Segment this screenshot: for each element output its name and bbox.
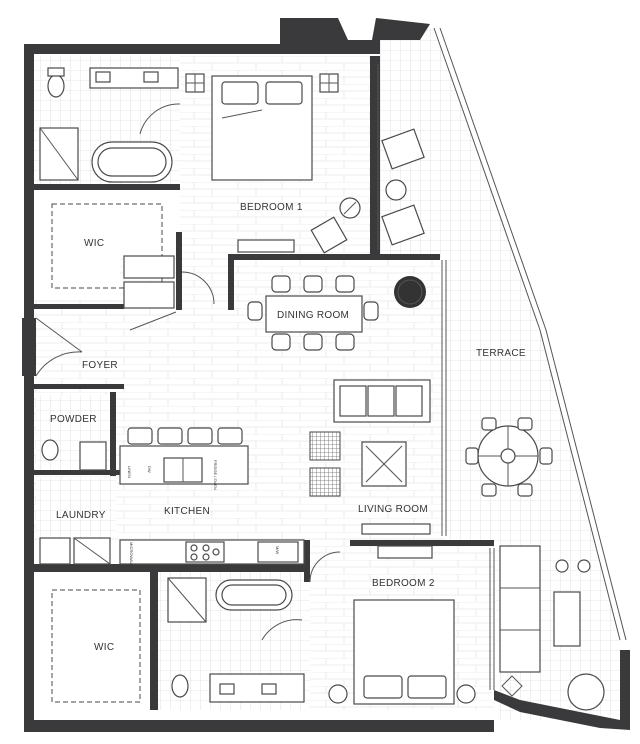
entry-door xyxy=(35,317,83,377)
fixture-labels: LINEN DW FRIDGE / OVEN MICROWAVE M/W L.B… xyxy=(127,460,527,713)
label-dining: DINING ROOM xyxy=(277,310,349,321)
kitchen-furniture xyxy=(39,427,305,565)
room-labels: BEDROOM 1 WIC DINING ROOM FOYER TERRACE … xyxy=(50,202,526,653)
label-dw: DW xyxy=(147,466,152,473)
label-microwave: MICROWAVE xyxy=(129,542,134,567)
label-mw: M/W xyxy=(275,546,280,554)
label-wic-bottom: WIC xyxy=(94,642,114,653)
label-wic-top: WIC xyxy=(84,238,104,249)
walls xyxy=(22,18,630,732)
wic-top xyxy=(51,203,215,331)
bedroom-2-furniture xyxy=(51,545,476,705)
living-furniture xyxy=(309,379,431,535)
label-laundry: LAUNDRY xyxy=(56,510,106,521)
label-foyer: FOYER xyxy=(82,360,118,371)
label-fridge: FRIDGE / OVEN xyxy=(213,460,218,490)
label-terrace: TERRACE xyxy=(476,348,526,359)
master-bath xyxy=(39,67,181,183)
window-lines xyxy=(377,27,627,690)
bedroom-1-furniture xyxy=(185,73,361,254)
terrace-furniture xyxy=(381,128,605,711)
label-powder: POWDER xyxy=(50,414,97,425)
label-living: LIVING ROOM xyxy=(358,504,428,515)
label-lb: L.B. xyxy=(520,708,527,713)
label-bedroom-2: BEDROOM 2 xyxy=(372,578,435,589)
dining-furniture xyxy=(247,275,426,351)
label-kitchen: KITCHEN xyxy=(164,506,210,517)
label-bedroom-1: BEDROOM 1 xyxy=(240,202,303,213)
label-linen: LINEN xyxy=(127,466,132,478)
